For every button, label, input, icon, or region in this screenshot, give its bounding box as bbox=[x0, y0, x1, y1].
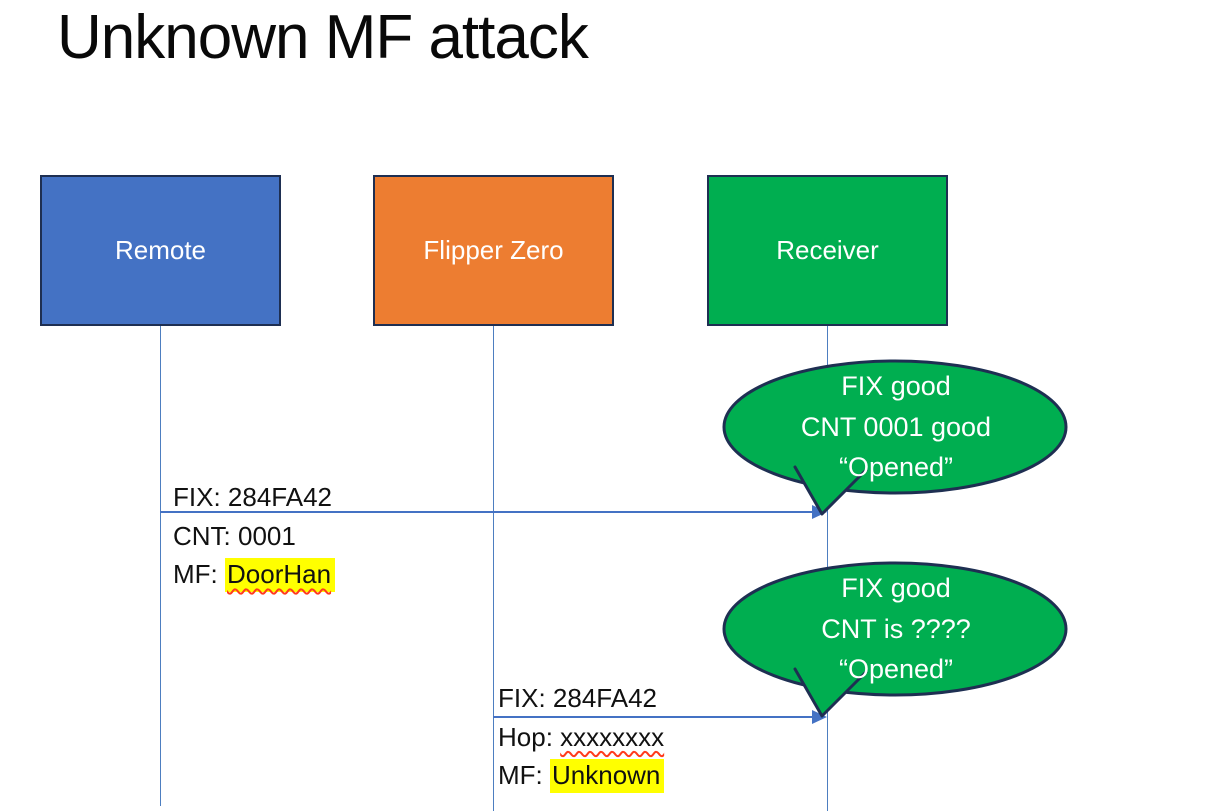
lifeline-flipper-zero bbox=[492, 326, 494, 811]
message-2-hop-prefix: Hop: bbox=[498, 721, 561, 752]
message-2-label: FIX: 284FA42 Hop: xxxxxxxx MF: Unknown bbox=[498, 682, 665, 798]
actor-label-flipper-zero: Flipper Zero bbox=[423, 235, 564, 265]
message-2-arrow-line bbox=[493, 716, 814, 718]
message-1-line-mf: MF: DoorHan bbox=[173, 558, 336, 597]
callout-2-line-1: FIX good bbox=[841, 573, 951, 603]
actor-label-remote: Remote bbox=[114, 235, 207, 265]
message-2-line-mf: MF: Unknown bbox=[498, 759, 665, 798]
message-2-mf-value-highlighted: Unknown bbox=[550, 759, 665, 793]
message-1-line-cnt: CNT: 0001 bbox=[173, 520, 296, 551]
callout-receiver-1: FIX good CNT 0001 good “Opened” bbox=[718, 352, 1080, 522]
callout-1-line-2: CNT 0001 good bbox=[800, 411, 992, 442]
lifeline-remote bbox=[159, 326, 161, 806]
callout-2-text: FIX good CNT is ???? “Opened” bbox=[718, 568, 1074, 690]
message-2-line-fix: FIX: 284FA42 bbox=[498, 683, 657, 713]
callout-2-line-3: “Opened” bbox=[838, 654, 954, 684]
callout-receiver-2: FIX good CNT is ???? “Opened” bbox=[718, 554, 1080, 724]
message-1-mf-value-highlighted: DoorHan bbox=[225, 558, 336, 592]
message-1-arrow-line bbox=[160, 511, 814, 513]
callout-1-text: FIX good CNT 0001 good “Opened” bbox=[718, 366, 1074, 488]
message-1-line-fix: FIX: 284FA42 bbox=[173, 482, 332, 512]
callout-1-line-3: “Opened” bbox=[838, 452, 954, 482]
message-2-line-hop: Hop: xxxxxxxx bbox=[498, 721, 664, 760]
speech-bubble-icon bbox=[722, 359, 1068, 516]
message-2-mf-prefix: MF: bbox=[498, 760, 550, 790]
actor-box-receiver: Receiver bbox=[707, 175, 948, 326]
actor-box-remote: Remote bbox=[40, 175, 281, 326]
callout-2-line-2: CNT is ???? bbox=[821, 613, 971, 644]
message-1-label: FIX: 284FA42 CNT: 0001 MF: DoorHan bbox=[173, 481, 336, 597]
actor-label-receiver: Receiver bbox=[776, 235, 879, 265]
message-2-hop-value-squiggled: xxxxxxxx bbox=[560, 721, 665, 752]
callout-1-line-1: FIX good bbox=[841, 371, 951, 401]
actor-box-flipper-zero: Flipper Zero bbox=[373, 175, 614, 326]
page-title: Unknown MF attack bbox=[57, 3, 589, 72]
message-1-mf-prefix: MF: bbox=[173, 559, 225, 589]
speech-bubble-icon bbox=[722, 561, 1068, 718]
